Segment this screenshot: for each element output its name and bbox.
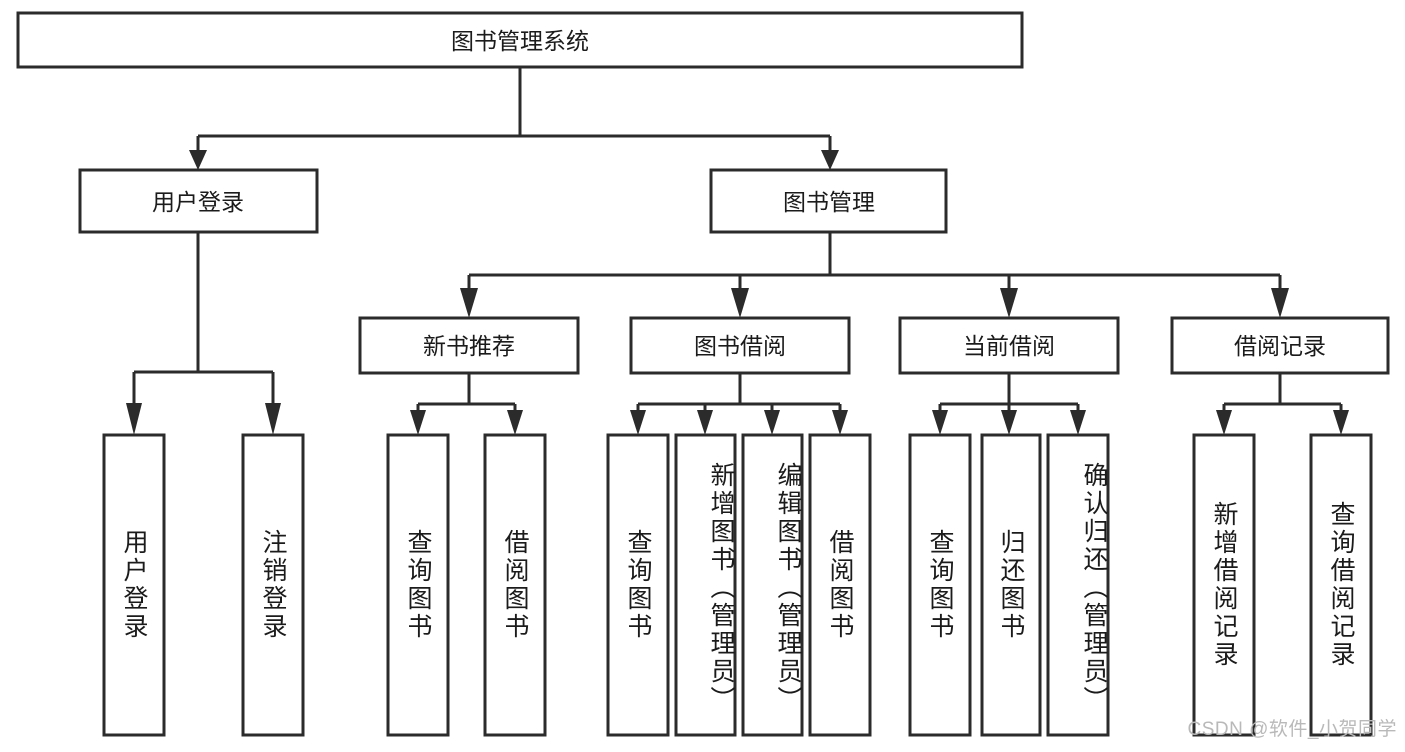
node-leaf-edit-book[interactable] [741,433,804,737]
node-leaf-add-book[interactable] [674,433,737,737]
node-user-login[interactable] [78,168,319,234]
node-book-borrow[interactable] [629,316,851,375]
node-root-book-management-system[interactable] [16,11,1024,69]
arrow-head-leaf-return-book [1001,410,1017,435]
arrow-head-leaf-query-record [1333,410,1349,435]
node-root-label: 图书管理系统 [451,28,589,54]
node-leaf-confirm-return[interactable] [1046,433,1110,737]
arrow-head-leaf-query-book-2 [630,410,646,435]
node-book-management[interactable] [709,168,948,234]
arrow-head-leaf-logout-login [265,403,281,435]
arrow-head-leaf-query-book-3 [932,410,948,435]
node-leaf-borrow-book-2[interactable] [808,433,872,737]
arrow-head-leaf-borrow-book-2 [832,410,848,435]
node-leaf-query-record[interactable] [1309,433,1373,737]
node-new-book-recommend[interactable] [358,316,580,375]
arrow-head-borrow-record [1271,288,1289,318]
node-borrow-record-label: 借阅记录 [1234,333,1326,359]
arrow-head-leaf-borrow-book-1 [507,410,523,435]
node-leaf-borrow-book-1[interactable] [483,433,547,737]
node-leaf-query-book-2[interactable] [606,433,670,737]
arrow-head-book-borrow [731,288,749,318]
node-layer: 图书管理系统 用户登录 图书管理 新书推荐 图书借阅 当前借阅 借阅记录 [16,11,1390,737]
arrow-head-new-book-recommend [460,288,478,318]
node-leaf-query-book-3[interactable] [908,433,972,737]
node-current-borrow[interactable] [898,316,1120,375]
watermark-text: CSDN @软件_小贺同学 [1187,719,1397,740]
node-leaf-add-record[interactable] [1192,433,1256,737]
arrow-head-current-borrow [1000,288,1018,318]
node-borrow-record[interactable] [1170,316,1390,375]
node-leaf-return-book[interactable] [980,433,1042,737]
node-book-borrow-label: 图书借阅 [694,333,786,359]
arrow-head-user-login [189,150,207,170]
connector-layer [126,67,1349,435]
arrow-head-leaf-confirm-return [1070,410,1086,435]
node-user-login-label: 用户登录 [152,189,244,215]
node-book-management-label: 图书管理 [783,189,875,215]
node-leaf-user-login[interactable] [102,433,166,737]
node-leaf-query-book-1[interactable] [386,433,450,737]
arrow-head-leaf-add-book [697,410,713,435]
arrow-head-leaf-user-login [126,403,142,435]
node-leaf-logout-login[interactable] [241,433,305,737]
node-current-borrow-label: 当前借阅 [963,333,1055,359]
arrow-head-book-management [821,150,839,170]
arrow-head-leaf-query-book-1 [410,410,426,435]
arrow-head-leaf-add-record [1216,410,1232,435]
node-new-book-recommend-label: 新书推荐 [423,333,515,359]
arrow-head-leaf-edit-book [764,410,780,435]
